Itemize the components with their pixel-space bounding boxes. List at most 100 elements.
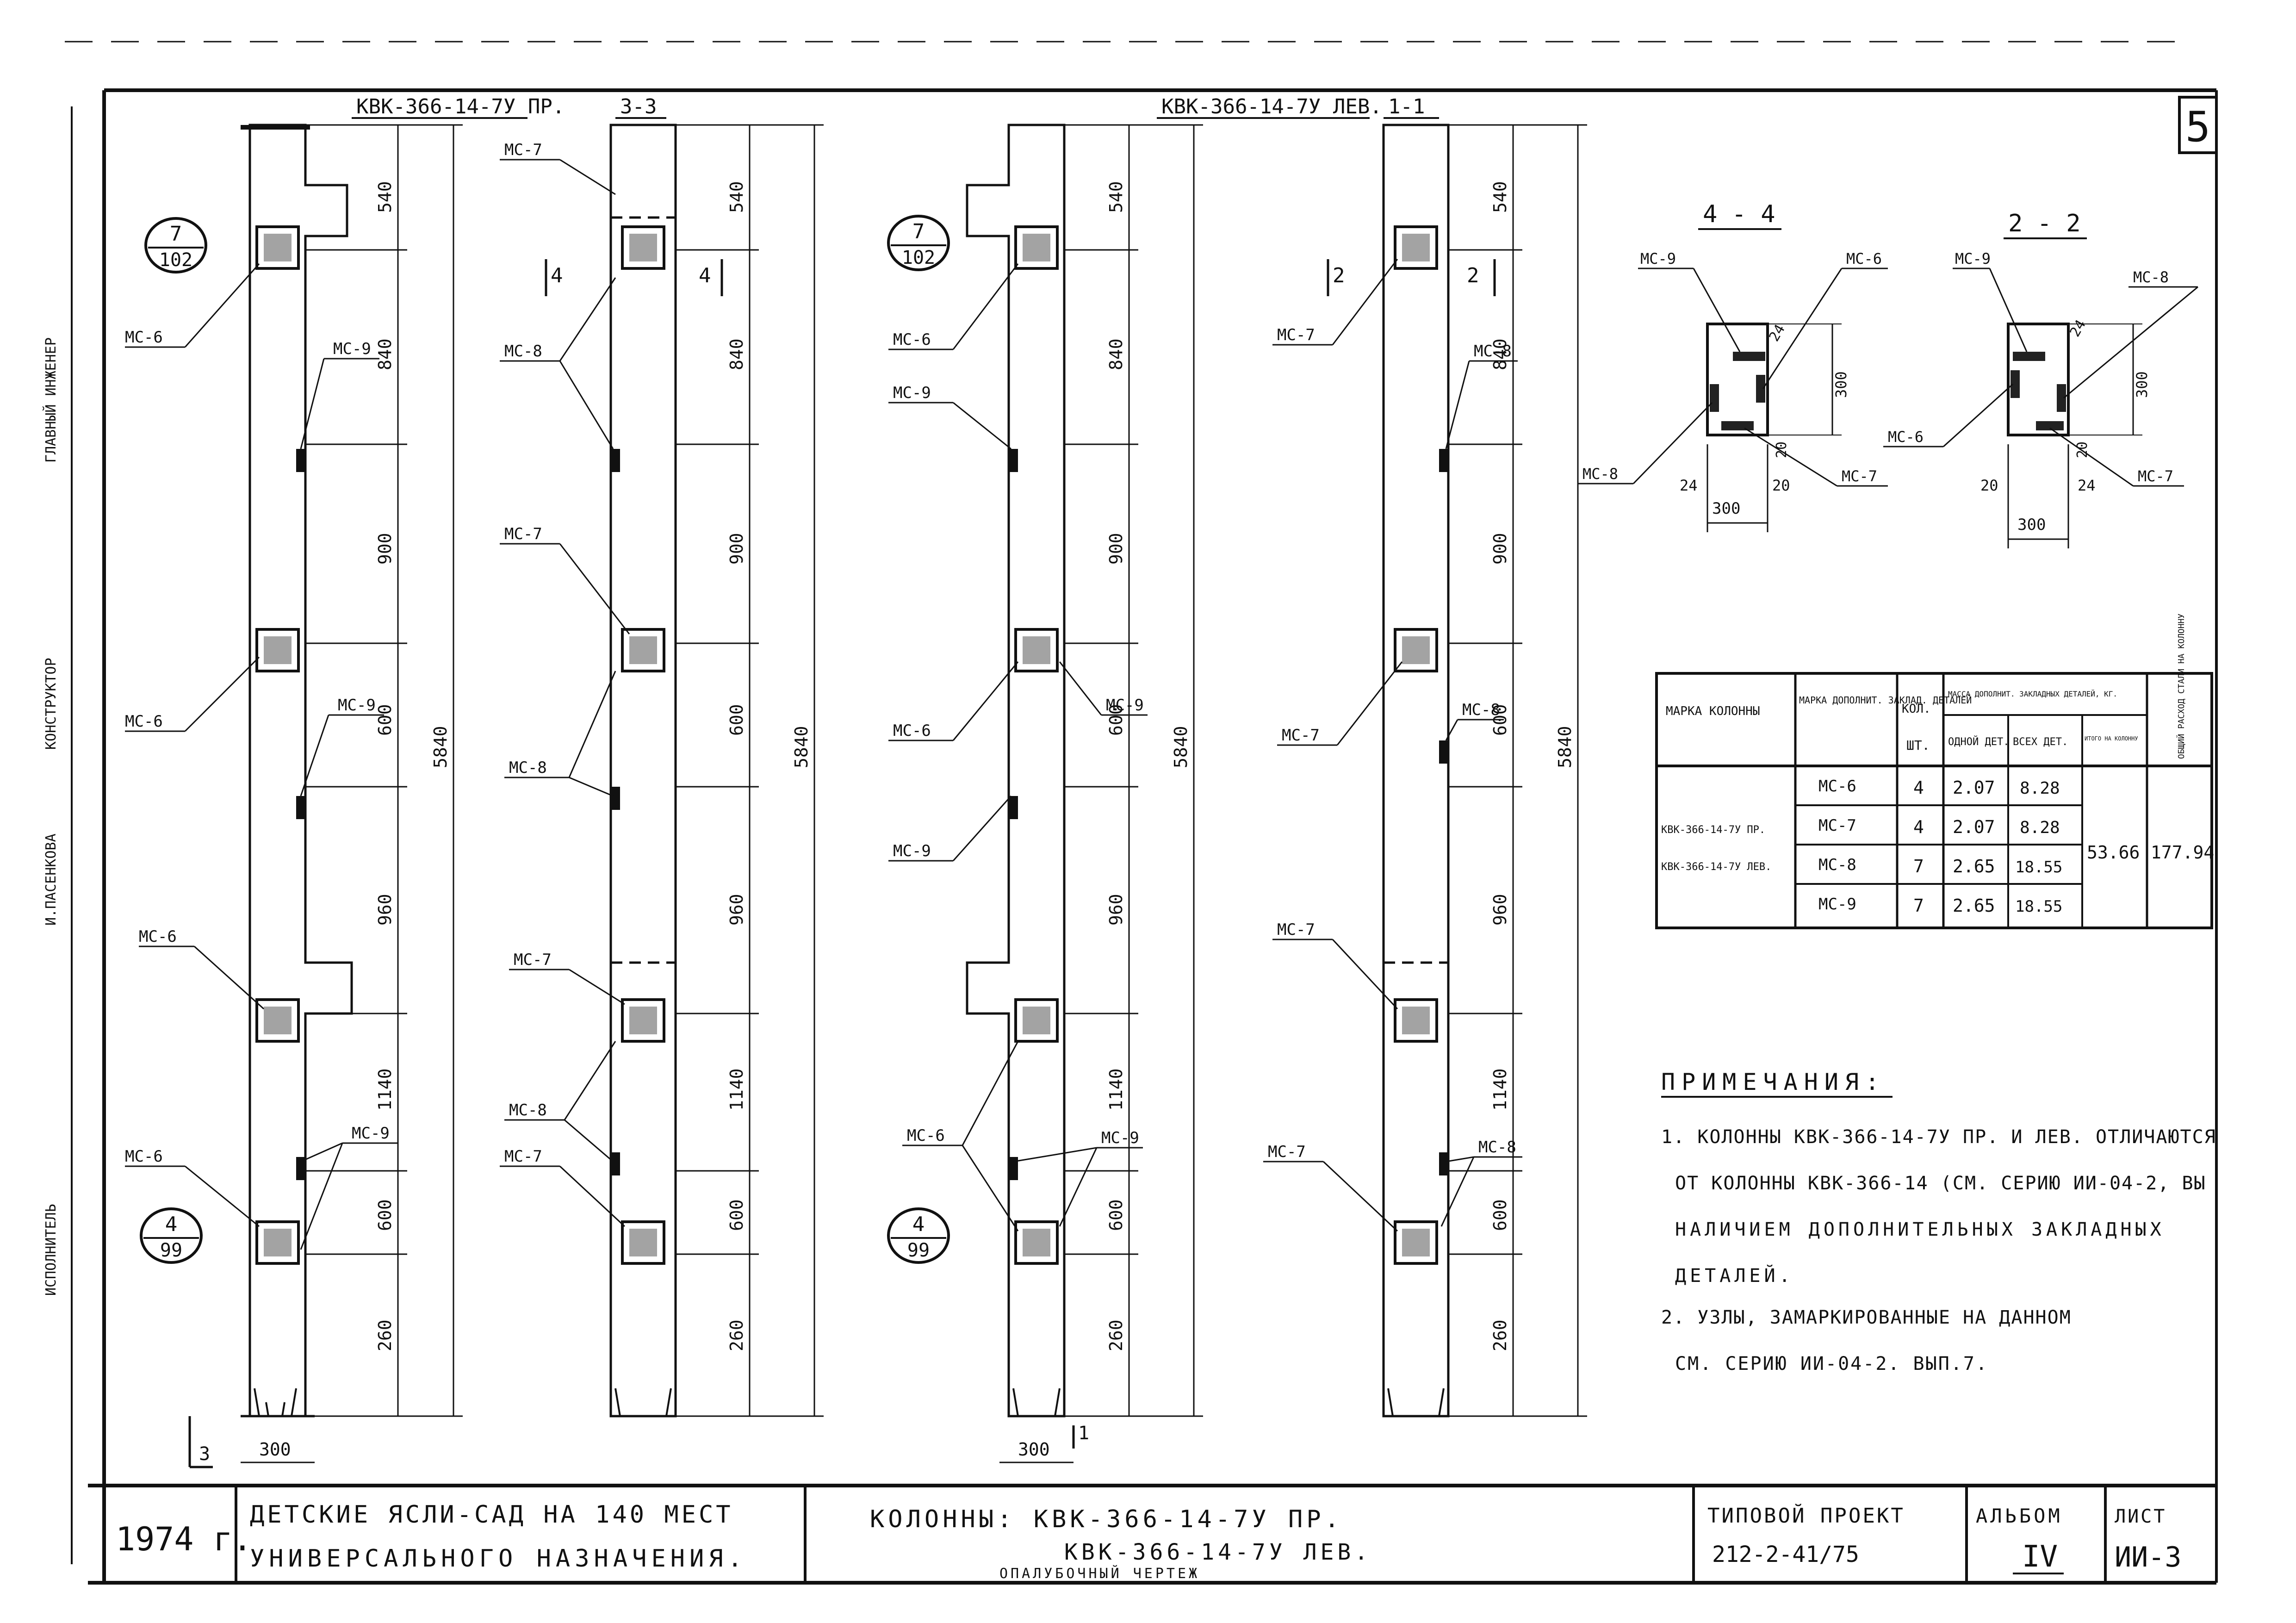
- dim-w2: 20: [1772, 477, 1790, 494]
- node-ref-4-99-a: 4 99: [140, 1207, 203, 1264]
- cross-section-4-4: 4 - 4 МС-9 МС-6 МС-8 МС-7 300 24 20 24 3…: [1578, 200, 1888, 532]
- notes-line-1: 1. КОЛОННЫ КВК-366-14-7У ПР. И ЛЕВ. ОТЛИ…: [1661, 1126, 2216, 1148]
- cross-section-2-2: 2 - 2 МС-9 МС-8 МС-6 МС-7 300 20 24 24 3…: [1883, 210, 2198, 548]
- cell-kol: 4: [1913, 817, 1924, 837]
- dim-540: 540: [1106, 181, 1126, 213]
- cell-obshiy: 177.94: [2151, 842, 2214, 863]
- dim-260: 260: [1106, 1319, 1126, 1351]
- label-mc6: МС-6: [125, 328, 163, 347]
- label-mc6: МС-6: [1888, 428, 1924, 446]
- sheet-number-box: 5: [2178, 96, 2218, 154]
- section-mark-2b: 2: [1467, 264, 1479, 287]
- label-mc6: МС-6: [139, 927, 177, 946]
- dimension-labels-1: 540 840 900 600 960 1140 600 260 5840: [375, 181, 451, 1351]
- notes-line-6: СМ. СЕРИЮ ИИ-04-2. ВЫП.7.: [1675, 1353, 1988, 1374]
- leader-labels: МС-6 МС-9 МС-6 МС-9 МС-6 МС-6 МС-9 МС-7 …: [125, 141, 1522, 1250]
- node-ref-top: 7: [170, 222, 182, 246]
- margin-label-1: ГЛАВНЫЙ ИНЖЕНЕР: [43, 337, 59, 463]
- sheet-number: 5: [2185, 103, 2210, 151]
- dim-1140: 1140: [726, 1068, 747, 1111]
- dim-w1: 20: [1980, 477, 1998, 494]
- column-title-right: КВК-366-14-7У ПР.: [356, 95, 565, 118]
- label-mc7: МС-7: [1277, 326, 1315, 344]
- cell-kol: 7: [1913, 895, 1924, 916]
- label-mc9: МС-9: [893, 384, 931, 402]
- dim-540: 540: [726, 181, 747, 213]
- dim-900: 900: [1490, 533, 1510, 565]
- label-mc7: МС-7: [2138, 467, 2173, 485]
- label-mc8: МС-8: [2133, 268, 2169, 286]
- title-year: 1974 г.: [116, 1520, 252, 1558]
- node-ref-4-99-b: 4 99: [887, 1207, 950, 1264]
- cell-det: МС-9: [1818, 895, 1856, 914]
- node-ref-7-102-b: 7 102: [887, 215, 950, 271]
- drawing-frame: [65, 41, 2218, 1585]
- label-mc8: МС-8: [1462, 701, 1500, 719]
- cell-odnoi: 2.65: [1953, 895, 1995, 916]
- column-elevation-2: [609, 124, 677, 1418]
- cell-kol: 7: [1913, 856, 1924, 877]
- dim-960: 960: [375, 894, 395, 926]
- dim-w: 300: [2017, 516, 2046, 534]
- dim-900: 900: [375, 533, 395, 565]
- dim-total: 5840: [791, 726, 812, 768]
- dim-840: 840: [375, 338, 395, 370]
- section-title-1-1: 1-1: [1388, 95, 1425, 118]
- width-dimension-1: 300 3: [188, 1416, 315, 1468]
- label-mc9: МС-9: [333, 340, 371, 358]
- notes-line-3: НАЛИЧИЕМ ДОПОЛНИТЕЛЬНЫХ ЗАКЛАДНЫХ: [1675, 1219, 2165, 1240]
- dim-900: 900: [1106, 533, 1126, 565]
- dim-600b: 600: [726, 1199, 747, 1231]
- label-mc7: МС-7: [1282, 726, 1320, 745]
- cell-odnoi: 2.07: [1953, 817, 1995, 837]
- label-mc6: МС-6: [893, 330, 931, 349]
- th-massa: МАССА ДОПОЛНИТ. ЗАКЛАДНЫХ ДЕТАЛЕЙ, КГ.: [1948, 690, 2117, 698]
- label-mc8: МС-8: [504, 342, 542, 361]
- node-ref-7-102-a: 7 102: [144, 217, 207, 274]
- notes: ПРИМЕЧАНИЯ: 1. КОЛОННЫ КВК-366-14-7У ПР.…: [1661, 1069, 2216, 1374]
- cell-itogo: 53.66: [2087, 842, 2140, 863]
- label-mc9: МС-9: [1955, 250, 1991, 267]
- dim-total: 5840: [430, 726, 451, 768]
- dim-top: 24: [2067, 317, 2089, 340]
- dim-1140: 1140: [1490, 1068, 1510, 1111]
- dimension-chain-2: [676, 124, 824, 1417]
- title-project-line2: УНИВЕРСАЛЬНОГО НАЗНАЧЕНИЯ.: [250, 1545, 747, 1573]
- notes-line-4: ДЕТАЛЕЙ.: [1675, 1264, 1794, 1287]
- title-album-value: IV: [2022, 1540, 2058, 1574]
- title-drawing-line2: КВК-366-14-7У ЛЕВ.: [1064, 1539, 1371, 1565]
- dim-600b: 600: [1106, 1199, 1126, 1231]
- label-mc7: МС-7: [504, 1147, 542, 1166]
- dim-540: 540: [1490, 181, 1510, 213]
- dim-600: 600: [726, 704, 747, 736]
- embedded-plates-4: [1394, 225, 1448, 1265]
- node-ref-bottom: 102: [159, 249, 192, 271]
- section-title: 2 - 2: [2008, 210, 2081, 237]
- dimension-chain-1: [305, 124, 463, 1417]
- spec-table: МАРКА КОЛОННЫ МАРКА ДОПОЛНИТ. ЗАКЛАД. ДЕ…: [1655, 614, 2214, 929]
- dim-840: 840: [726, 338, 747, 370]
- dim-600: 600: [375, 704, 395, 736]
- label-mc9: МС-9: [893, 842, 931, 860]
- dim-b1: 20: [1774, 442, 1790, 458]
- title-block: 1974 г. ДЕТСКИЕ ЯСЛИ-САД НА 140 МЕСТ УНИ…: [88, 1484, 2216, 1583]
- dim-total: 5840: [1555, 726, 1575, 768]
- dim-600: 600: [1106, 704, 1126, 736]
- dim-w: 300: [1712, 499, 1740, 518]
- th-obshiy: ОБЩИЙ РАСХОД СТАЛИ НА КОЛОННУ: [2176, 614, 2186, 759]
- label-mc9: МС-9: [1106, 696, 1144, 715]
- dimension-labels-4: 540 840 900 600 960 1140 600 260 5840: [1490, 181, 1575, 1351]
- section-mark-3: 3: [199, 1443, 210, 1465]
- dim-960: 960: [726, 894, 747, 926]
- label-mc7: МС-7: [514, 951, 552, 969]
- label-mc8: МС-8: [1582, 465, 1618, 483]
- label-mc8: МС-8: [509, 759, 547, 777]
- th-odnoi: ОДНОЙ ДЕТ.: [1948, 736, 2009, 748]
- dim-600b: 600: [375, 1199, 395, 1231]
- title-album-label: АЛЬБОМ: [1976, 1505, 2063, 1527]
- label-mc9: МС-9: [338, 696, 376, 715]
- section-title: 4 - 4: [1703, 200, 1775, 228]
- frame-left-labels: ГЛАВНЫЙ ИНЖЕНЕР И.ПАСЕНКОВА КОНСТРУКТОР …: [43, 106, 73, 1564]
- cell-odnoi: 2.65: [1953, 856, 1995, 877]
